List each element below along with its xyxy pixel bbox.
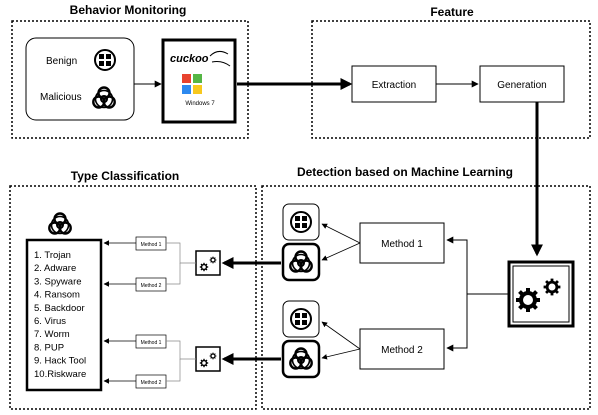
malware-type-item: 7. Worm: [34, 329, 70, 340]
cuckoo-sandbox-image: cuckoo Windows 7: [161, 38, 237, 124]
detection-frame: [261, 185, 591, 410]
malware-type-item: 1. Trojan: [34, 250, 71, 261]
arrow-method1-to-benign: [321, 223, 361, 244]
detection-method2-label: Method 2: [381, 345, 423, 356]
generation-box: [479, 65, 565, 103]
arrow-method2-to-malicious: [321, 348, 361, 360]
method2-benign-result: [282, 300, 320, 338]
classification-biohazard-icon: [48, 212, 72, 235]
classifier2-method1-box: [135, 334, 167, 349]
extraction-label: Extraction: [372, 80, 416, 91]
behavior-monitoring-title: Behavior Monitoring: [70, 3, 187, 17]
malicious-label: Malicious: [40, 92, 82, 103]
arrow-method2-to-benign: [321, 321, 361, 350]
malware-type-item: 6. Virus: [34, 316, 66, 327]
feature-frame: [311, 20, 591, 139]
malware-type-list: 1. Trojan 2. Adware 3. Spyware 4. Ransom 5. …: [34, 250, 86, 380]
malware-type-item: 8. PUP: [34, 342, 64, 353]
ml-engine: [507, 260, 575, 328]
classifier2-method1-label: Method 1: [141, 340, 162, 346]
cuckoo-label: cuckoo: [170, 53, 209, 65]
classification-frame: [9, 185, 257, 410]
feature-title: Feature: [430, 5, 474, 19]
line-classifier1-to-methods: [166, 242, 196, 264]
detection-title: Detection based on Machine Learning: [297, 165, 513, 179]
windows-7-logo: [182, 74, 202, 94]
classifier1-method1-label: Method 1: [141, 242, 162, 248]
classifier1-method1-box: [135, 236, 167, 251]
arrow-engine-to-method1: [446, 236, 468, 294]
samples-box: [25, 37, 135, 121]
line-classifier1-to-method2: [166, 263, 181, 285]
windows-7-label: Windows 7: [185, 101, 215, 107]
classification-title: Type Classification: [71, 169, 179, 183]
arrow-method1-to-malicious: [321, 242, 361, 261]
malware-type-item: 10.Riskware: [34, 369, 86, 380]
line-classifier2-to-method2: [166, 359, 181, 382]
windows-logo-icon: [94, 49, 116, 71]
method1-malicious-result: [281, 242, 321, 282]
malware-type-item: 5. Backdoor: [34, 303, 85, 314]
malware-type-item: 2. Adware: [34, 263, 76, 274]
classifier-gears-2: [195, 346, 221, 372]
classifier1-method2-label: Method 2: [141, 283, 162, 289]
line-classifier2-to-methods: [166, 340, 196, 360]
classifier2-method2-box: [135, 374, 167, 389]
method1-benign-result: [282, 203, 320, 241]
benign-label: Benign: [46, 56, 77, 67]
classifier1-method2-box: [135, 277, 167, 292]
detection-method1-label: Method 1: [381, 239, 423, 250]
generation-label: Generation: [497, 80, 546, 91]
malware-type-list-box: [25, 238, 103, 392]
classifier2-method2-label: Method 2: [141, 380, 162, 386]
malware-type-item: 4. Ransom: [34, 290, 80, 301]
behavior-monitoring-frame: [11, 20, 249, 139]
detection-method1-box: [359, 222, 445, 264]
method2-malicious-result: [281, 339, 321, 379]
extraction-box: [351, 65, 437, 103]
malware-type-item: 3. Spyware: [34, 276, 82, 287]
classifier-gears-1: [195, 250, 221, 276]
malware-type-item: 9. Hack Tool: [34, 356, 86, 367]
arrow-engine-to-method2: [446, 294, 468, 352]
